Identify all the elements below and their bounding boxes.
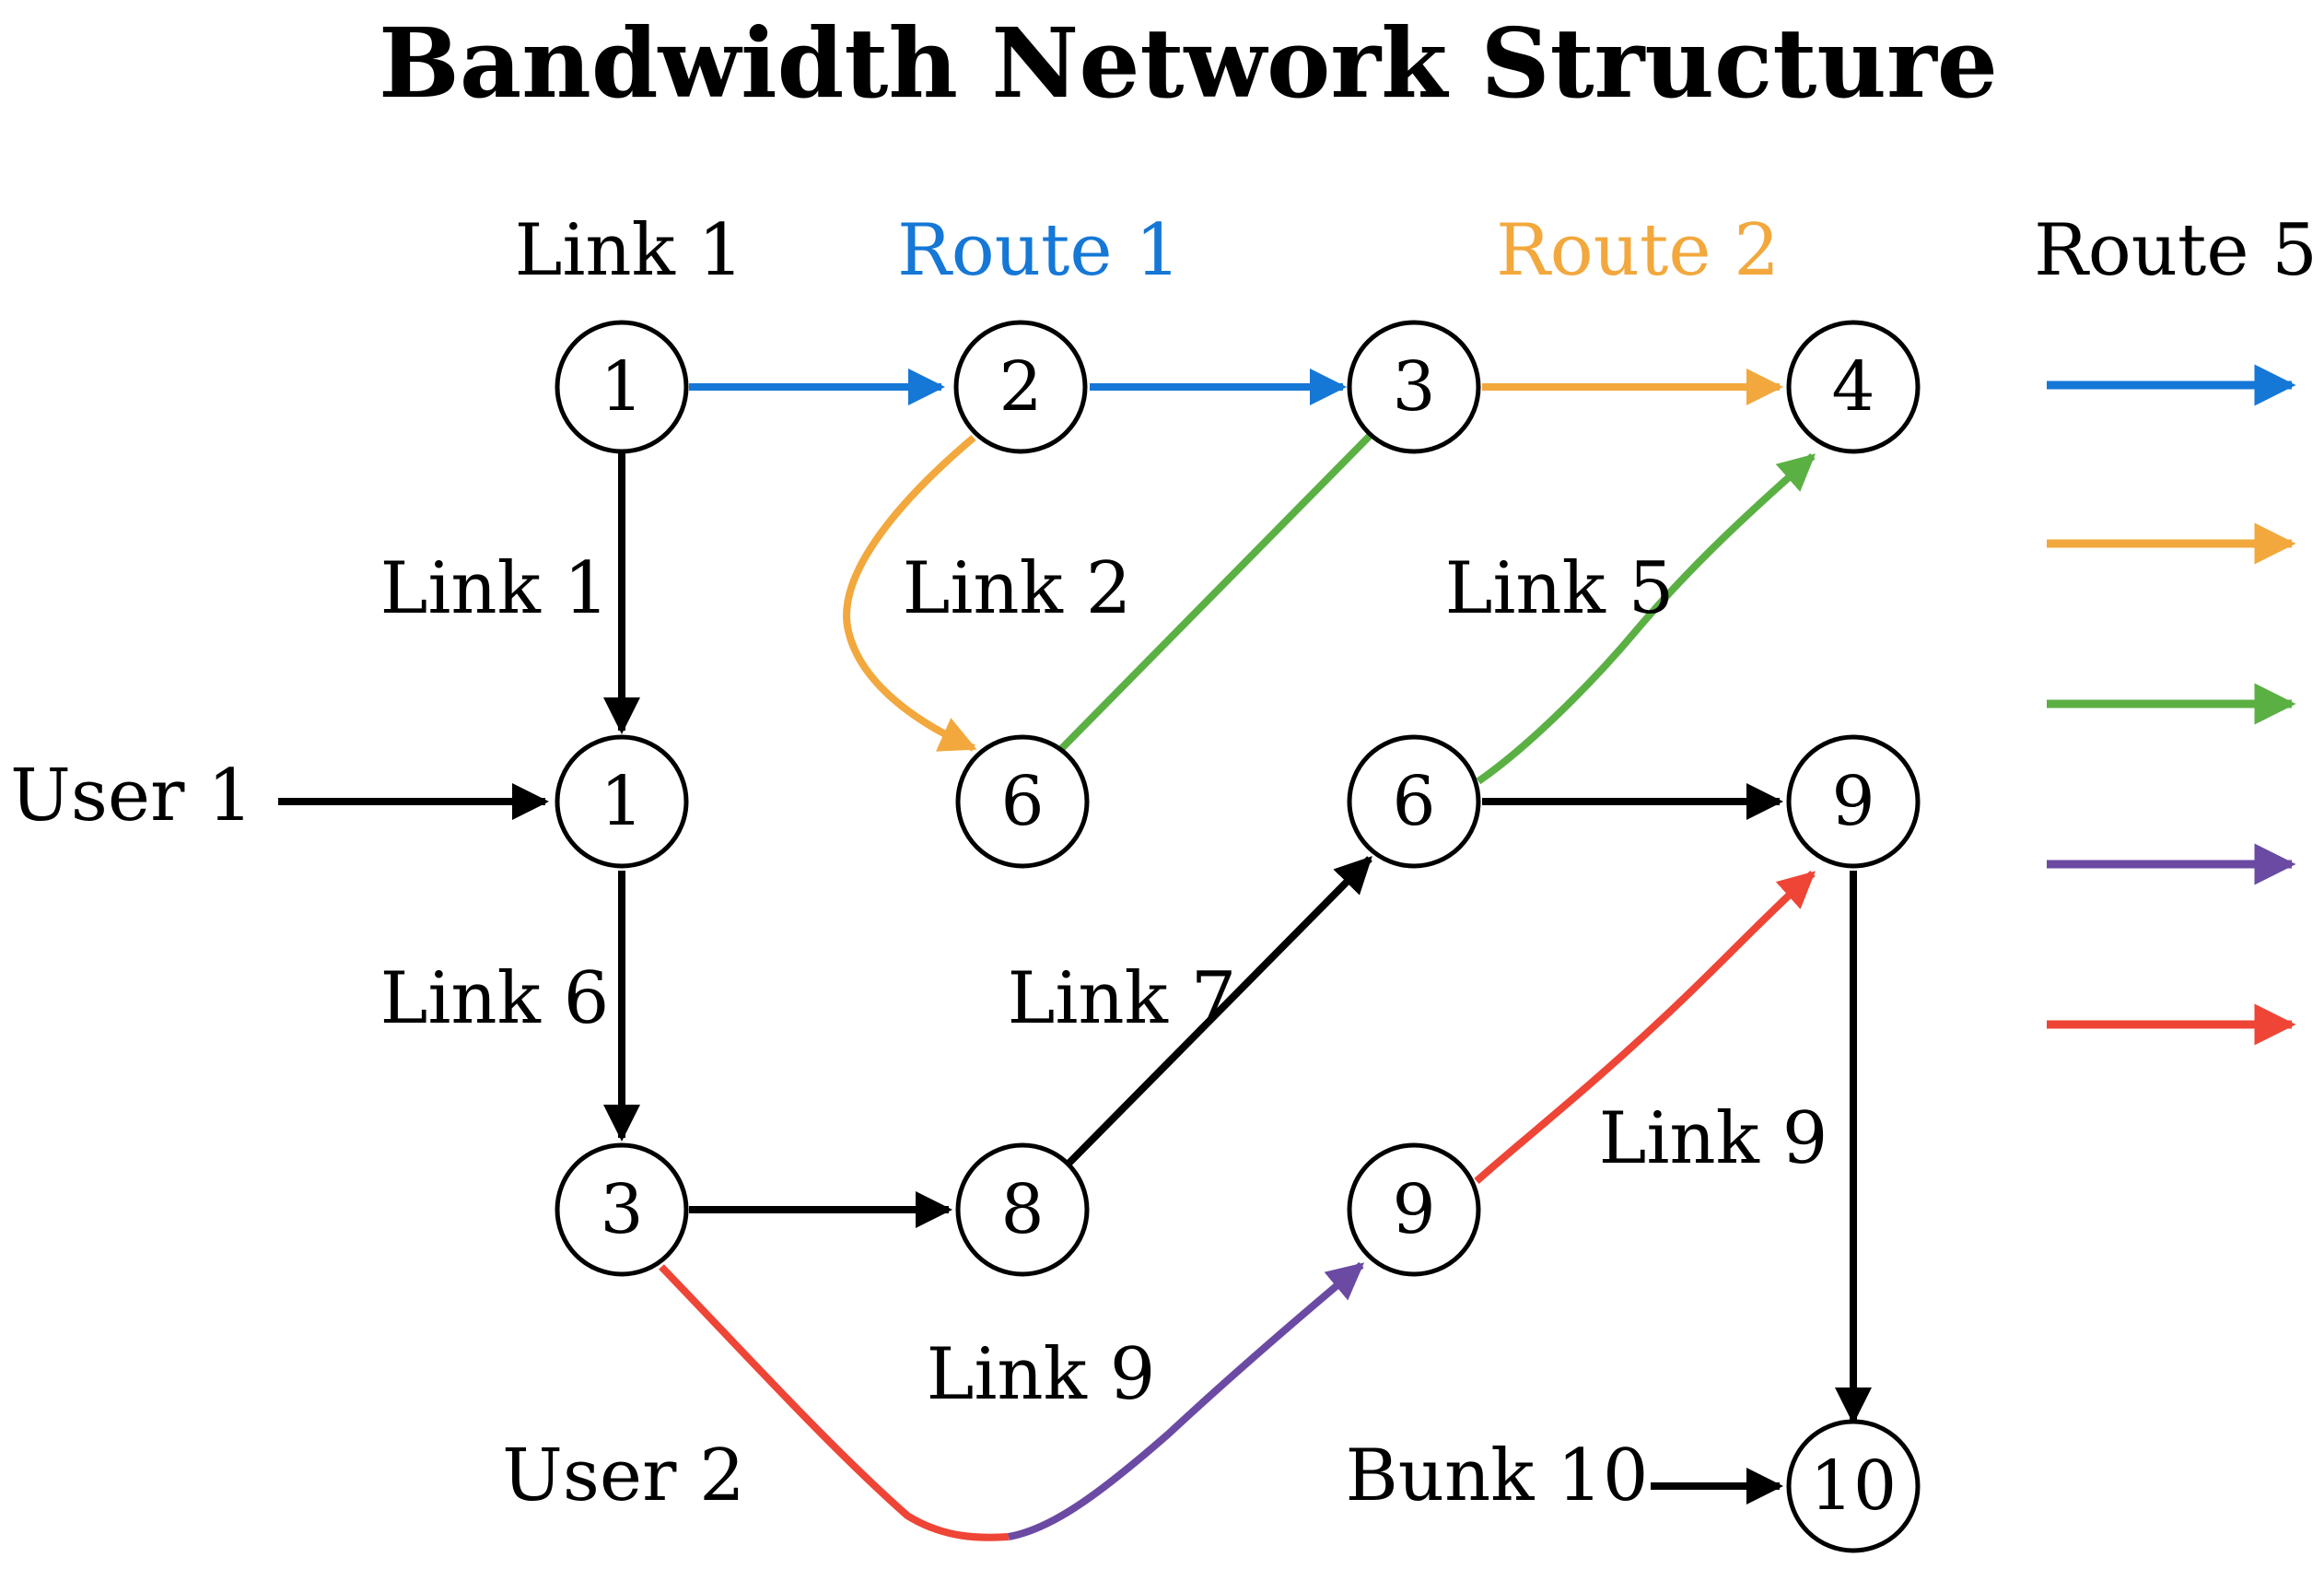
node-label: 10 [1810,1446,1897,1526]
node-label: 6 [1000,762,1044,841]
edge-label-link-7: Link 7 [1008,957,1237,1040]
node-label: 3 [600,1170,643,1249]
edge-label-link-9-bottom: Link 9 [927,1333,1156,1416]
node-label: 1 [600,347,643,427]
node-label: 4 [1831,347,1874,427]
edge-label-link-6: Link 6 [380,957,610,1040]
node-label: 1 [600,762,643,841]
node-label: 2 [999,347,1042,427]
edge-n8bottom-n6midright [1064,856,1372,1168]
edge-n9bottom-n9mid [1474,871,1816,1184]
node-9-bottom: 9 [1347,1142,1481,1277]
header-label-route-5: Route 5 [2034,209,2318,292]
node-label: 9 [1392,1170,1435,1249]
node-8-bottom: 8 [955,1142,1090,1277]
edge-n3bottom-curve-red [659,1264,1010,1541]
node-9-mid: 9 [1786,734,1921,869]
node-3-top: 3 [1347,320,1481,454]
node-label: 6 [1392,762,1435,841]
edge-n6midleft-n3top [1057,432,1373,754]
edge-label-link-5: Link 5 [1445,547,1675,630]
node-1-top: 1 [555,320,689,454]
edge-curve-purple-n9bottom [1008,1261,1365,1540]
terminal-label-bunk-10: Bunk 10 [1345,1434,1648,1517]
edge-label-link-2: Link 2 [903,547,1132,630]
edge-n2top-n6midleft [843,434,977,752]
node-6-mid-left: 6 [955,734,1090,869]
edge-label-link-9-right: Link 9 [1599,1097,1828,1180]
diagram-title: Bandwidth Network Structure [379,6,1998,120]
terminal-label-user-2: User 2 [502,1434,745,1517]
node-10-bottom: 10 [1786,1419,1921,1553]
node-3-bottom: 3 [555,1142,689,1277]
edge-n6midright-n4top [1476,453,1816,785]
header-label-link-1: Link 1 [515,209,744,292]
node-4-top: 4 [1786,320,1921,454]
node-label: 3 [1392,347,1435,427]
header-label-route-1: Route 1 [897,209,1181,292]
node-label: 8 [1000,1170,1044,1249]
edge-label-link-1: Link 1 [380,547,610,630]
terminal-label-user-1: User 1 [10,755,253,837]
node-1-mid: 1 [555,734,689,869]
node-2-top: 2 [953,320,1088,454]
header-label-route-2: Route 2 [1496,209,1780,292]
node-label: 9 [1831,762,1874,841]
node-6-mid-right: 6 [1347,734,1481,869]
